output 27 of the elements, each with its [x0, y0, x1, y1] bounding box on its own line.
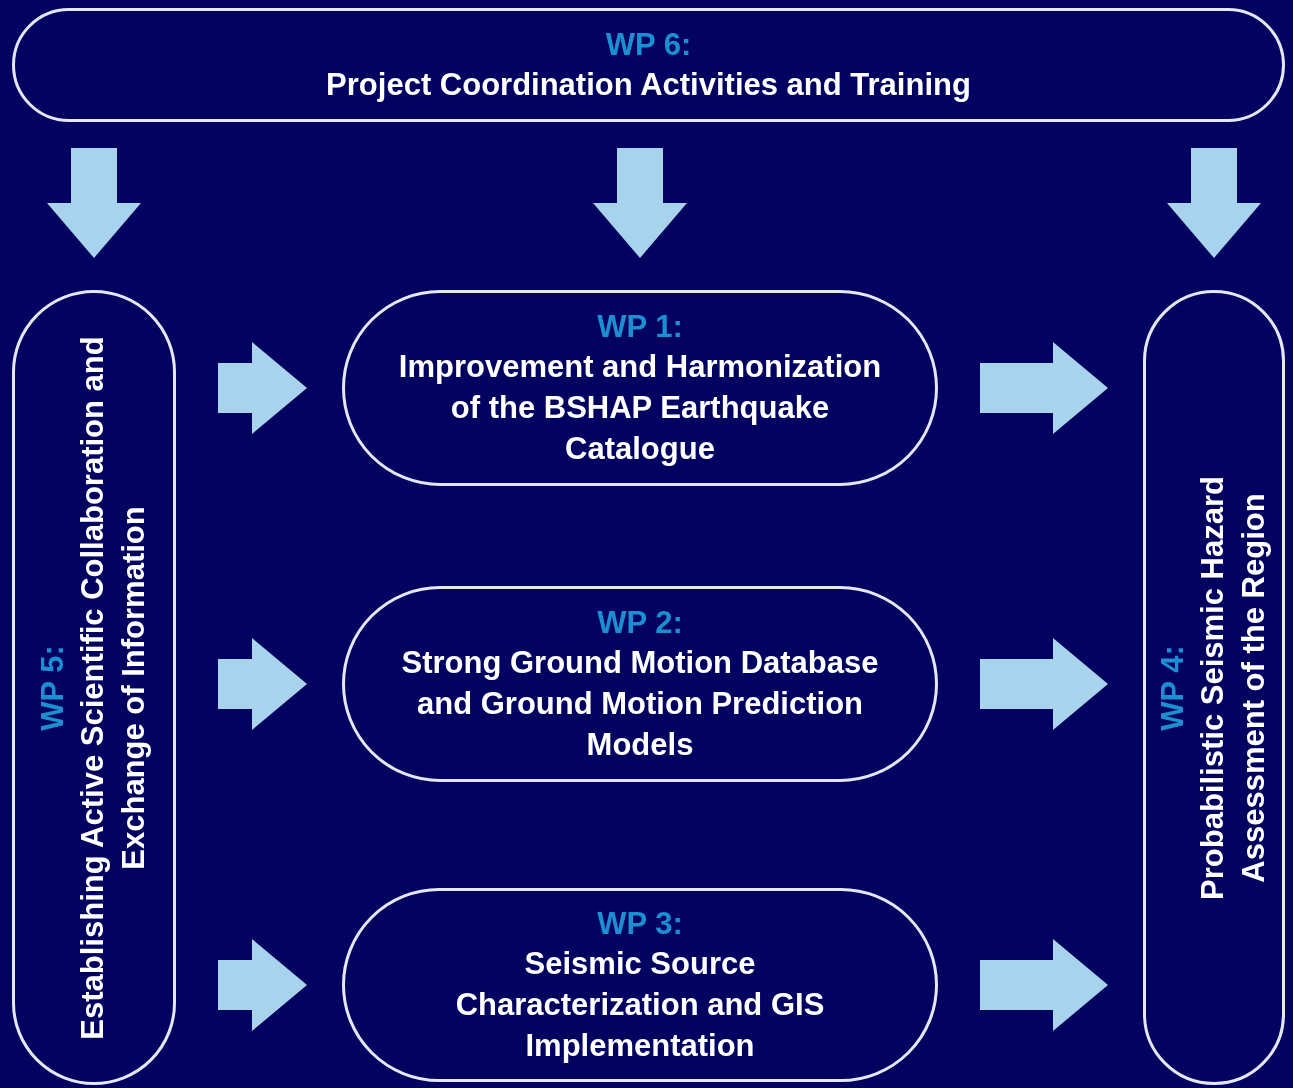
- rounded-process-box: [12, 290, 176, 1085]
- work-package-description: Establishing Active Scientific Collaboration and Exchange of Information: [74, 334, 152, 1042]
- block-arrow: [47, 148, 141, 258]
- work-package-title: WP 6:: [605, 25, 692, 64]
- work-package-description: Seismic Source Characterization and GIS Implementation: [454, 944, 826, 1065]
- rounded-process-box: [342, 888, 938, 1082]
- work-package-description: Probabilistic Seismic Hazard Assessment of the Region: [1194, 474, 1272, 902]
- block-arrow: [218, 939, 307, 1031]
- rounded-process-box: [342, 290, 938, 486]
- block-arrow: [218, 342, 307, 434]
- work-package-description: Project Coordination Activities and Training: [326, 65, 971, 104]
- block-arrow: [980, 638, 1108, 730]
- work-package-title: WP 5:: [34, 644, 71, 731]
- work-package-description: Strong Ground Motion Database and Ground Motion Prediction Models: [400, 643, 880, 764]
- rounded-process-box: [1143, 290, 1285, 1085]
- block-arrow: [980, 342, 1108, 434]
- rounded-process-box: [12, 8, 1285, 122]
- block-arrow: [980, 939, 1108, 1031]
- rounded-process-box: [342, 586, 938, 782]
- work-package-title: WP 4:: [1154, 644, 1191, 731]
- work-package-description: Improvement and Harmonization of the BSHAP Earthquake Catalogue: [397, 347, 883, 468]
- work-package-title: WP 2:: [597, 603, 683, 642]
- work-package-title: WP 1:: [597, 307, 683, 346]
- work-package-title: WP 3:: [597, 904, 683, 943]
- block-arrow: [593, 148, 687, 258]
- block-arrow: [1167, 148, 1261, 258]
- block-arrow: [218, 638, 307, 730]
